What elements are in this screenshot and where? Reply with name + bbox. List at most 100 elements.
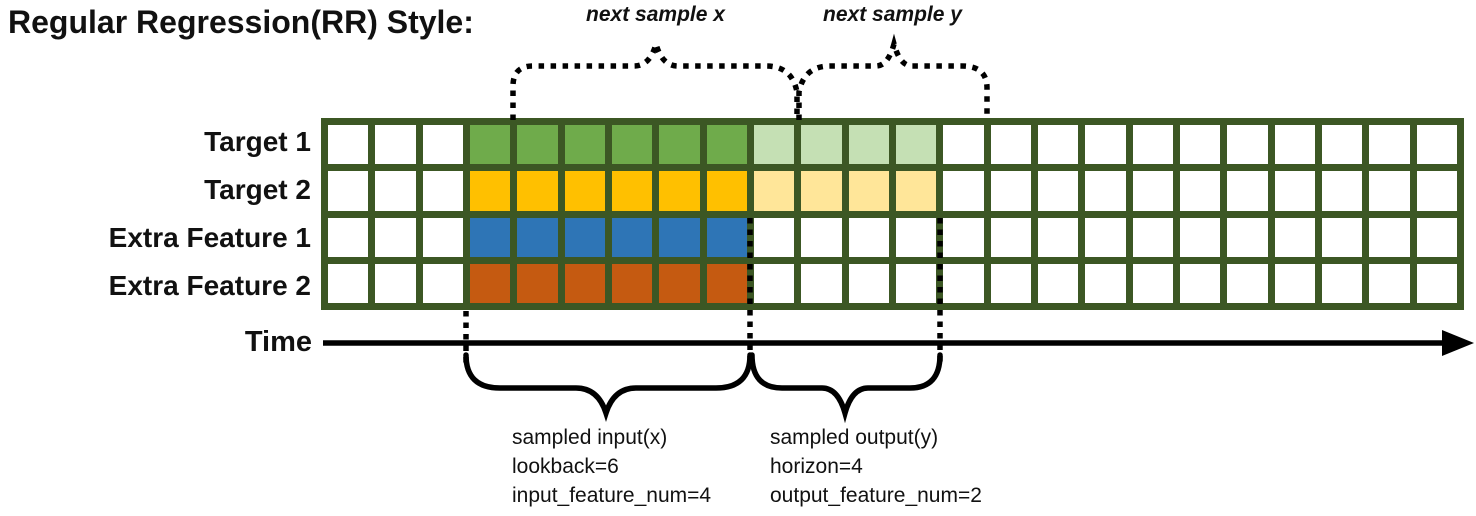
- sampled-input-title: sampled input(x): [512, 426, 668, 449]
- grid-cell: [753, 125, 795, 165]
- grid-cell: [659, 217, 700, 257]
- grid-cell: [517, 171, 558, 211]
- grid-cell: [1274, 217, 1315, 257]
- grid-cell: [564, 171, 605, 211]
- grid-cell: [1132, 171, 1173, 211]
- grid-cell: [1227, 217, 1268, 257]
- grid-cell: [1416, 171, 1457, 211]
- grid-cell: [1416, 217, 1457, 257]
- sampled-output-title: sampled output(y): [770, 426, 939, 449]
- input-window-brace: [463, 352, 753, 423]
- grid-cell: [1227, 263, 1268, 303]
- grid-cell: [564, 263, 605, 303]
- grid-cell: [1416, 263, 1457, 303]
- grid-cell: [895, 125, 937, 165]
- grid-cell: [706, 217, 747, 257]
- grid-cell: [469, 217, 511, 257]
- grid-cell: [1179, 125, 1221, 165]
- grid-cell: [328, 171, 369, 211]
- sampled-input-summary: sampled input(x) lookback=6 input_featur…: [512, 423, 711, 510]
- grid-cell: [943, 171, 984, 211]
- grid-cell: [848, 171, 889, 211]
- next-sample-x-label: next sample x: [586, 3, 725, 26]
- grid-cell: [1321, 171, 1363, 211]
- grid-cell: [1132, 217, 1173, 257]
- grid-cell: [1227, 171, 1268, 211]
- grid-cell: [1085, 263, 1126, 303]
- input-feature-num-value: input_feature_num=4: [512, 484, 712, 507]
- grid-cell: [848, 125, 889, 165]
- grid-cell: [1369, 263, 1410, 303]
- grid-cell: [753, 171, 795, 211]
- grid-cell: [801, 217, 842, 257]
- grid-cell: [1085, 125, 1126, 165]
- time-axis-arrow: [323, 330, 1474, 356]
- grid-cell: [895, 217, 937, 257]
- grid-cell: [753, 217, 795, 257]
- grid-cell: [469, 263, 511, 303]
- grid-cell: [801, 263, 842, 303]
- grid-cell: [943, 125, 984, 165]
- grid-cell: [943, 263, 984, 303]
- grid-cell: [1179, 263, 1221, 303]
- grid-cell: [517, 125, 558, 165]
- time-axis-label: Time: [244, 326, 312, 358]
- grid-cell: [1037, 125, 1079, 165]
- grid-cell: [1321, 125, 1363, 165]
- grid-cell: [1274, 171, 1315, 211]
- grid-cell: [659, 171, 700, 211]
- output-window-brace: [749, 352, 943, 424]
- row-label-target-2: Target 2: [204, 174, 311, 205]
- grid-cell: [564, 125, 605, 165]
- row-label-extra-feature-1: Extra Feature 1: [108, 222, 311, 253]
- lookback-value: lookback=6: [512, 455, 619, 478]
- grid-cell: [1037, 217, 1079, 257]
- grid-cell: [564, 217, 605, 257]
- grid-cell: [848, 263, 889, 303]
- grid-cell: [328, 263, 369, 303]
- output-feature-num-value: output_feature_num=2: [770, 484, 982, 507]
- grid-cell: [1274, 125, 1315, 165]
- next-sample-y-brace: [796, 33, 990, 120]
- grid-cell: [375, 263, 416, 303]
- grid-cell: [1369, 217, 1410, 257]
- grid-cell: [659, 125, 700, 165]
- diagram-title: Regular Regression(RR) Style:: [8, 4, 474, 40]
- grid-cell: [422, 125, 463, 165]
- grid-cell: [1369, 125, 1410, 165]
- grid-cell: [801, 171, 842, 211]
- grid-cell: [1037, 263, 1079, 303]
- grid-cell: [1369, 171, 1410, 211]
- grid-cell: [517, 263, 558, 303]
- sampled-output-summary: sampled output(y) horizon=4 output_featu…: [770, 423, 982, 510]
- grid-cell: [801, 125, 842, 165]
- grid-cell: [1132, 125, 1173, 165]
- grid-cell: [1227, 125, 1268, 165]
- grid-cell: [706, 263, 747, 303]
- row-label-column: Target 1 Target 2 Extra Feature 1 Extra …: [0, 118, 311, 310]
- grid-cell: [328, 125, 369, 165]
- grid-cell: [517, 217, 558, 257]
- grid-cell: [1321, 217, 1363, 257]
- grid-cell: [422, 263, 463, 303]
- grid-cell: [375, 125, 416, 165]
- grid-cell: [895, 263, 937, 303]
- grid-cell: [328, 217, 369, 257]
- row-label-extra-feature-2: Extra Feature 2: [108, 270, 311, 301]
- grid-cell: [895, 171, 937, 211]
- grid-cell: [1179, 217, 1221, 257]
- grid-cell: [990, 125, 1031, 165]
- grid-cell: [469, 171, 511, 211]
- grid-cell: [375, 217, 416, 257]
- grid-cell: [1416, 125, 1457, 165]
- grid-cell: [659, 263, 700, 303]
- grid-cell: [1321, 263, 1363, 303]
- grid-cell: [1274, 263, 1315, 303]
- grid-cell: [422, 217, 463, 257]
- grid-cell: [848, 217, 889, 257]
- grid-cell: [1085, 171, 1126, 211]
- grid-cell: [990, 171, 1031, 211]
- grid-cell: [611, 171, 653, 211]
- grid-cell: [375, 171, 416, 211]
